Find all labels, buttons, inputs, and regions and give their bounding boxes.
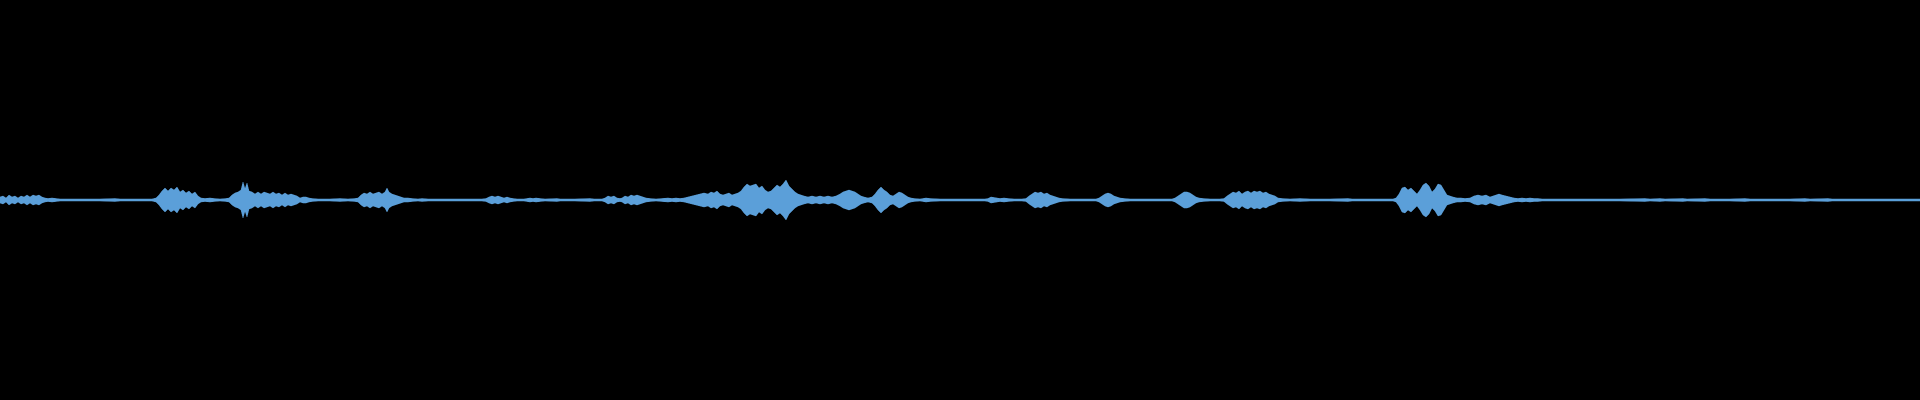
audio-waveform-shape (0, 179, 1920, 221)
